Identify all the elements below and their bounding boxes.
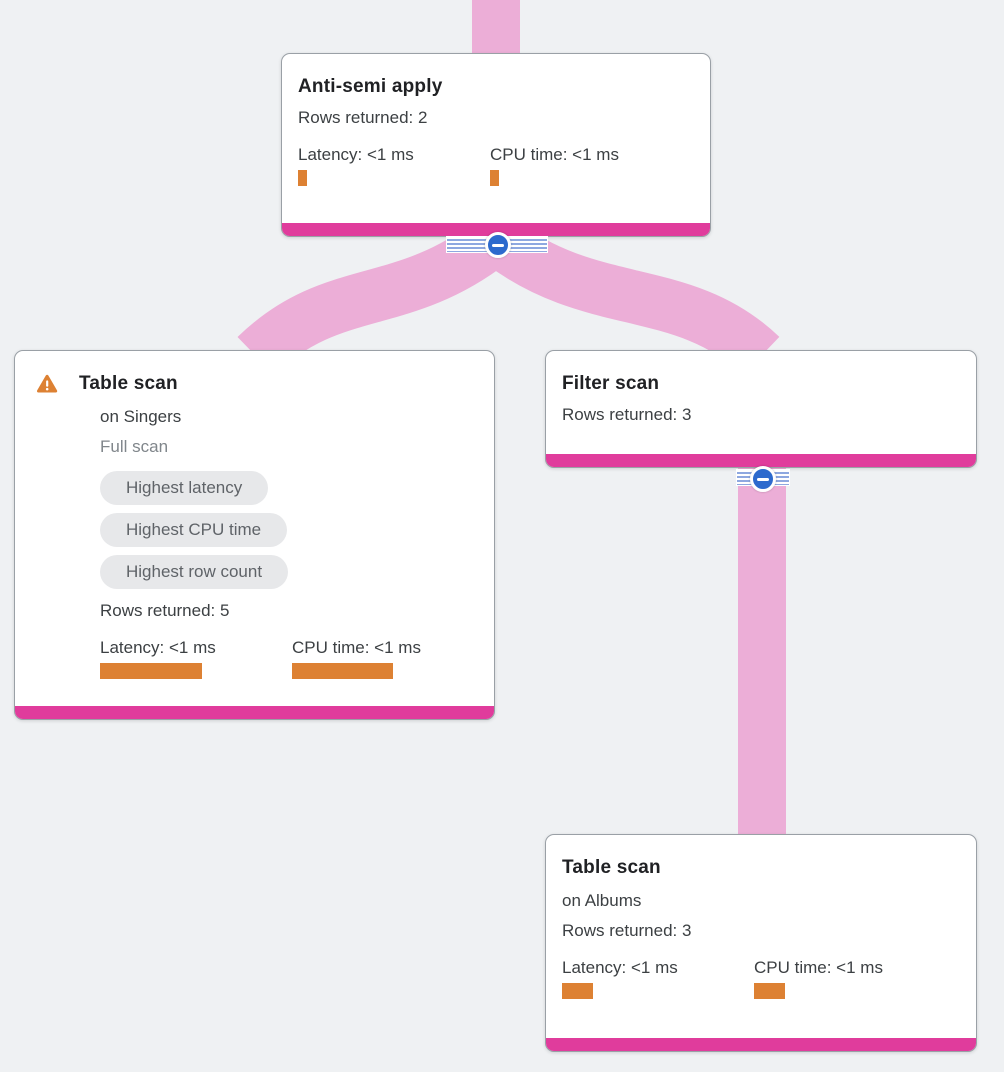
node-title: Filter scan xyxy=(562,373,660,394)
flow-link-anti-semi-to-filter xyxy=(484,220,780,376)
collapse-button-anti-semi[interactable] xyxy=(485,232,511,258)
rows-returned: Rows returned: 2 xyxy=(298,108,428,127)
minus-icon xyxy=(492,243,504,247)
minus-icon xyxy=(757,477,769,481)
cpu-time-bar xyxy=(292,663,393,679)
latency-label: Latency: <1 ms xyxy=(562,958,678,977)
badge-highest-cpu-time: Highest CPU time xyxy=(100,513,288,547)
node-title: Table scan xyxy=(562,857,661,878)
latency-bar xyxy=(100,663,202,679)
plan-node-table-scan-singers[interactable]: Table scan on Singers Full scan Highest … xyxy=(14,350,495,720)
badge-highest-latency: Highest latency xyxy=(100,471,269,505)
collapse-button-filter[interactable] xyxy=(750,466,776,492)
node-title: Table scan xyxy=(79,373,178,394)
plan-node-filter-scan[interactable]: Filter scan Rows returned: 3 xyxy=(545,350,977,468)
node-accent-bar xyxy=(546,1038,976,1051)
cpu-time-bar xyxy=(754,983,785,999)
cpu-time-label: CPU time: <1 ms xyxy=(754,958,883,977)
latency-bar xyxy=(298,170,307,186)
rows-returned: Rows returned: 3 xyxy=(562,405,692,424)
node-subtitle: on Singers xyxy=(100,407,182,426)
flow-link-anti-semi-to-singers xyxy=(237,220,508,376)
node-accent-bar xyxy=(546,454,976,467)
cpu-time-label: CPU time: <1 ms xyxy=(490,145,619,164)
node-title: Anti-semi apply xyxy=(298,76,443,97)
plan-node-table-scan-albums[interactable]: Table scan on Albums Rows returned: 3 La… xyxy=(545,834,977,1052)
warning-icon xyxy=(36,374,58,393)
cpu-time-bar xyxy=(490,170,499,186)
plan-node-anti-semi-apply[interactable]: Anti-semi apply Rows returned: 2 Latency… xyxy=(281,53,711,237)
latency-label: Latency: <1 ms xyxy=(298,145,414,164)
scan-type-label: Full scan xyxy=(100,437,169,456)
badge-highest-row-count: Highest row count xyxy=(100,555,289,589)
latency-bar xyxy=(562,983,593,999)
rows-returned: Rows returned: 3 xyxy=(562,921,692,940)
node-subtitle: on Albums xyxy=(562,891,642,910)
rows-returned: Rows returned: 5 xyxy=(100,601,230,620)
node-accent-bar xyxy=(15,706,494,719)
cpu-time-label: CPU time: <1 ms xyxy=(292,638,421,657)
node-accent-bar xyxy=(282,223,710,236)
latency-label: Latency: <1 ms xyxy=(100,638,216,657)
